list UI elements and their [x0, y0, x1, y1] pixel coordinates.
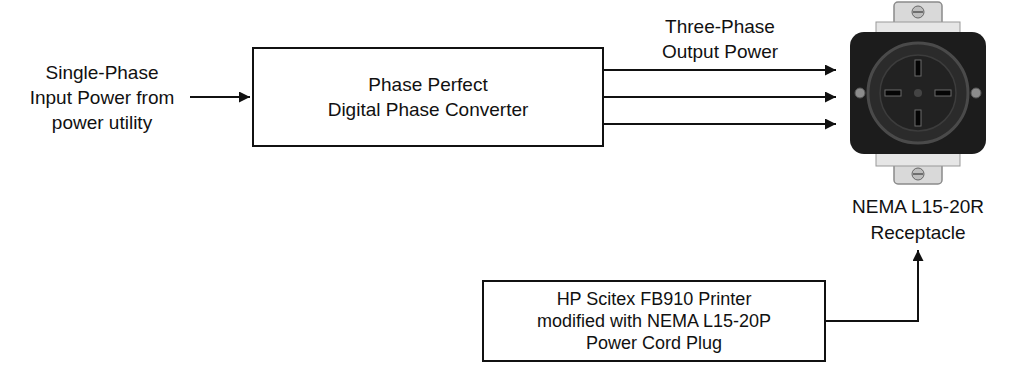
power-connector: [826, 250, 918, 321]
power-connector: [604, 69, 836, 71]
receptacle-body: [850, 32, 986, 154]
input-arrow: [190, 96, 250, 98]
screw-slot: [913, 173, 923, 175]
process-box: HP Scitex FB910 Printermodified with NEM…: [482, 280, 826, 362]
box-text: Digital Phase Converter: [328, 97, 529, 122]
terminal-screw: [855, 88, 865, 98]
receptacle-illustration: [836, 0, 1000, 190]
box-title: HP Scitex FB910 Printer: [557, 288, 752, 310]
contact-slot: [935, 90, 951, 96]
mounting-screw: [912, 168, 924, 180]
center-rivet: [914, 89, 922, 97]
power-connector: [604, 123, 836, 125]
contact-slot: [885, 90, 901, 96]
input-label: Single-Phase Input Power from power util…: [22, 60, 182, 135]
edge-label: Three-Phase Output Power: [645, 14, 795, 64]
receptacle-rim: [880, 55, 956, 131]
box-text: modified with NEMA L15-20P Power Cord Pl…: [523, 310, 785, 354]
contact-slot: [915, 110, 921, 126]
receptacle-node: NEMA L15-20R Receptacle: [836, 0, 1000, 250]
mounting-screw: [912, 6, 924, 18]
receptacle-face: [868, 43, 968, 143]
terminal-screw: [971, 88, 981, 98]
screw-slot: [913, 11, 923, 13]
process-box: Phase PerfectDigital Phase Converter: [252, 47, 604, 147]
power-connector: [604, 96, 836, 98]
contact-slot: [915, 60, 921, 76]
receptacle-caption: NEMA L15-20R Receptacle: [838, 194, 998, 246]
box-title: Phase Perfect: [368, 72, 487, 97]
